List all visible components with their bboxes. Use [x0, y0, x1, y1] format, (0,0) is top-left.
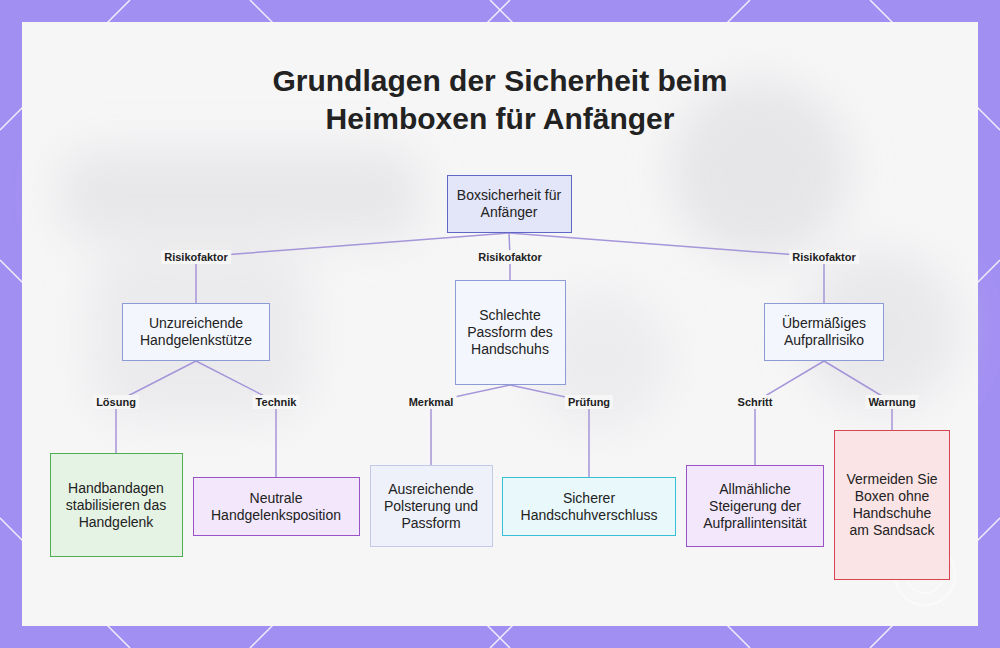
- node-label: Neutrale Handgelenksposition: [202, 490, 351, 524]
- node-label: Boxsicherheit für Anfänger: [456, 187, 563, 221]
- edge-label: Schritt: [735, 395, 776, 409]
- step-box: Allmähliche Steigerung der Aufprallinten…: [686, 465, 824, 547]
- node-label: Sicherer Handschuhverschluss: [511, 490, 667, 524]
- edge-label: Warnung: [865, 395, 918, 409]
- edge-label: Technik: [253, 395, 300, 409]
- connector-line: [755, 361, 824, 465]
- risk-box: Schlechte Passform des Handschuhs: [455, 280, 566, 385]
- edge-label: Lösung: [93, 395, 139, 409]
- check-box: Sicherer Handschuhverschluss: [502, 477, 676, 536]
- solution-box: Handbandagen stabilisieren das Handgelen…: [50, 453, 183, 557]
- edge-label: Prüfung: [565, 395, 613, 409]
- connector-line: [196, 361, 276, 477]
- node-label: Ausreichende Polsterung und Passform: [379, 481, 484, 532]
- edge-label: Risikofaktor: [161, 250, 231, 264]
- edge-label: Risikofaktor: [475, 250, 545, 264]
- node-label: Unzureichende Handgelenkstütze: [131, 315, 261, 349]
- node-label: Handbandagen stabilisieren das Handgelen…: [59, 480, 174, 531]
- risk-box: Übermäßiges Aufprallrisiko: [764, 303, 884, 361]
- edge-label: Risikofaktor: [789, 250, 859, 264]
- technique-box: Neutrale Handgelenksposition: [193, 477, 360, 536]
- node-label: Übermäßiges Aufprallrisiko: [773, 315, 875, 349]
- node-label: Schlechte Passform des Handschuhs: [464, 307, 557, 358]
- diagram-title: Grundlagen der Sicherheit beim Heimboxen…: [240, 62, 760, 138]
- content-panel: [22, 22, 978, 626]
- feature-box: Ausreichende Polsterung und Passform: [370, 465, 493, 547]
- edge-label: Merkmal: [406, 395, 457, 409]
- risk-box: Unzureichende Handgelenkstütze: [122, 303, 270, 361]
- root-box: Boxsicherheit für Anfänger: [447, 175, 572, 233]
- warning-box: Vermeiden Sie Boxen ohne Handschuhe am S…: [834, 430, 950, 580]
- node-label: Allmähliche Steigerung der Aufprallinten…: [695, 481, 815, 532]
- node-label: Vermeiden Sie Boxen ohne Handschuhe am S…: [843, 471, 941, 539]
